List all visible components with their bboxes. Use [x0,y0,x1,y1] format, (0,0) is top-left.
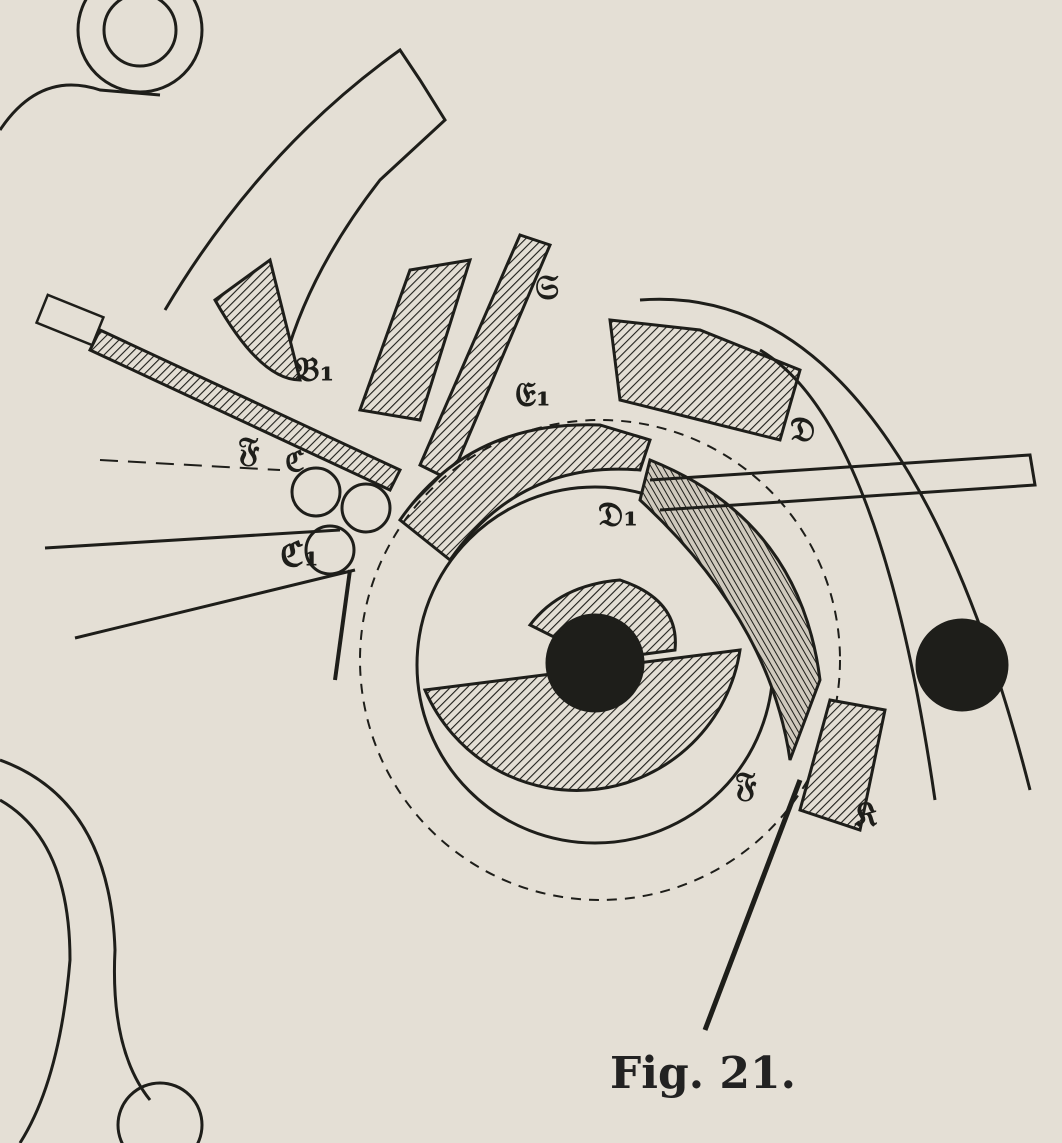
label-k: 𝔎 [855,795,878,835]
label-s: 𝔖 [535,268,559,308]
roller [304,524,356,576]
roller [290,466,342,518]
label-f-left: 𝔉 [238,430,260,470]
label-b1: 𝔅₁ [295,350,335,390]
label-e1: 𝔈₁ [515,375,551,415]
shaft [545,613,645,713]
label-d1: 𝔇₁ [598,495,639,535]
pin [915,618,1009,712]
frame-hole-top [102,0,178,68]
label-c: ℭ [285,445,305,478]
label-d: 𝔇 [790,410,816,450]
label-f-bottom: 𝔉 [735,765,757,805]
roller [340,482,392,534]
label-c1: ℭ₁ [280,535,319,575]
figure-caption: Fig. 21. [610,1048,796,1099]
